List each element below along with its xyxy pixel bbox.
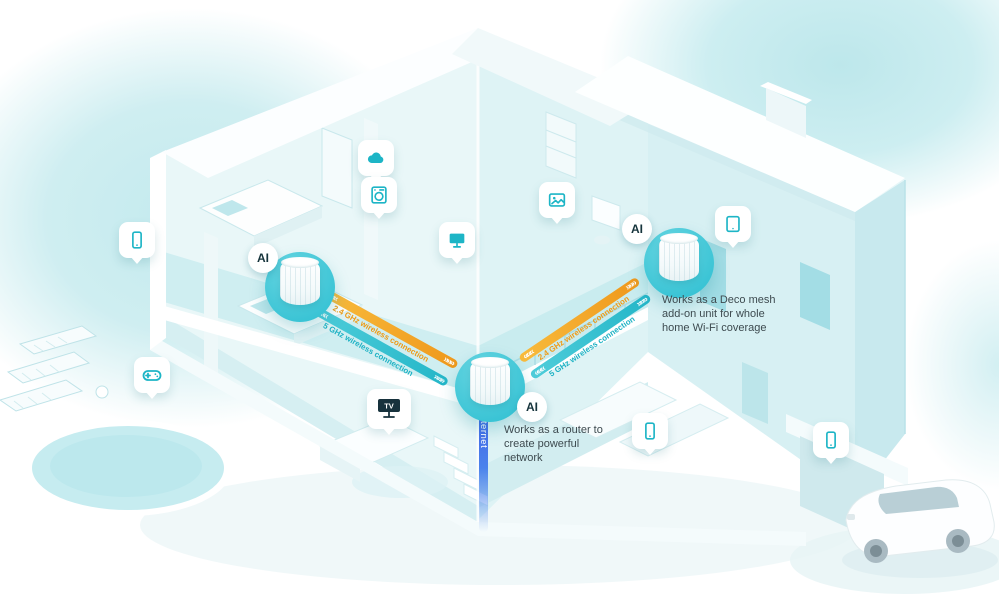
device-pin-monitor xyxy=(439,222,475,258)
ai-badge-left: AI xyxy=(248,243,278,273)
pool-water-inner xyxy=(50,435,202,497)
device-pin-smartphone-garage xyxy=(813,422,849,458)
internet-label: Internet xyxy=(478,412,489,449)
internet-line: Internet xyxy=(478,404,489,532)
device-pin-tablet xyxy=(715,206,751,242)
right-gable-side xyxy=(855,180,905,498)
device-pin-gamepad xyxy=(134,357,170,393)
door xyxy=(742,362,768,424)
deco-router-right xyxy=(659,233,699,281)
device-pin-cloud xyxy=(358,140,394,176)
device-pin-smartphone-upper-left xyxy=(119,222,155,258)
car xyxy=(842,479,998,578)
device-pin-smartphone-kitchen xyxy=(632,413,668,449)
tv-icon: TV xyxy=(378,399,400,418)
ai-badge-right: AI xyxy=(622,214,652,244)
deco-router-left xyxy=(280,257,320,305)
monitor-icon xyxy=(449,233,465,248)
deco-router-center xyxy=(470,357,510,405)
smartphone-icon xyxy=(132,231,142,249)
device-pin-photo-card xyxy=(539,182,575,218)
device-pin-washing-machine xyxy=(361,177,397,213)
smartphone-icon xyxy=(645,422,655,440)
addon-note: Works as a Deco mesh add-on unit for who… xyxy=(662,294,776,334)
photo-card-icon xyxy=(548,193,566,207)
ai-badge-center: AI xyxy=(517,392,547,422)
tv-screen-label: TV xyxy=(384,402,394,411)
tablet-icon xyxy=(726,215,740,233)
washing-machine-icon xyxy=(371,186,387,204)
cloud-icon xyxy=(367,152,384,164)
pool-loungers xyxy=(0,325,109,412)
gamepad-icon xyxy=(142,370,162,381)
router-note: Works as a router to create powerful net… xyxy=(504,424,603,464)
window-2 xyxy=(800,262,830,330)
device-pin-tv: TV xyxy=(367,389,411,429)
smartphone-icon xyxy=(826,431,836,449)
ground-edge-right xyxy=(478,522,806,546)
interior-wall-ground xyxy=(204,232,218,382)
